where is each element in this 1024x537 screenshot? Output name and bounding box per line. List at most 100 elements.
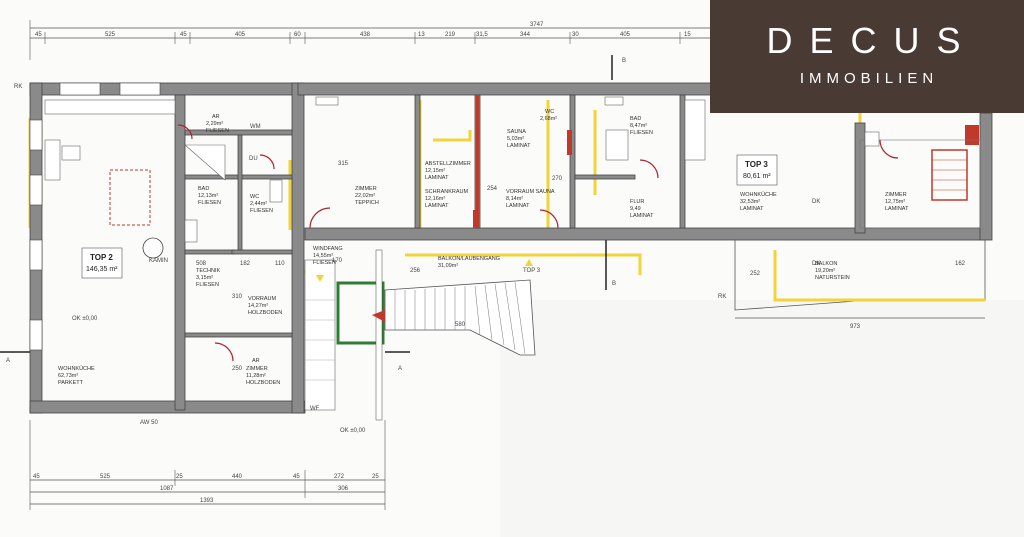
room-flur-floor: LAMINAT xyxy=(630,213,654,219)
cut-a-right: A xyxy=(398,366,402,372)
dimension-bottom: 45 525 25 440 45 272 25 1087 306 1393 xyxy=(29,420,386,510)
dim-254: 254 xyxy=(487,186,498,192)
dk-label-1: DK xyxy=(812,199,820,205)
dim-bottom-b: 525 xyxy=(100,474,111,480)
dim-162: 162 xyxy=(955,261,966,267)
top2-area: 146,35 m² xyxy=(86,266,118,273)
dim-top-e: 60 xyxy=(294,32,301,38)
room-technik-name: TECHNIK xyxy=(196,268,220,274)
room-zimmer3-area: 12,75m² xyxy=(885,199,905,205)
dimension-top: 3747 45 525 45 405 60 438 13 219 31,5 34… xyxy=(29,20,712,60)
room-wc2-area: 2,68m² xyxy=(540,116,557,122)
dim-bottom-e: 45 xyxy=(293,474,300,480)
top3-label: TOP 3 xyxy=(745,160,768,169)
room-balkon3-name: BALKON xyxy=(815,261,837,267)
dim-250: 250 xyxy=(232,366,243,372)
room-ar2-name: AR xyxy=(252,358,260,364)
dim-bottom-j: 1393 xyxy=(200,498,214,504)
room-wc2-name: WC xyxy=(545,109,554,115)
room-abstell-name: ABSTELLZIMMER xyxy=(425,161,471,167)
room-balkon-lauben-area: 31,09m² xyxy=(438,263,458,269)
room-ar1-name: AR xyxy=(212,114,220,120)
room-zimmer1-name: ZIMMER xyxy=(246,366,268,372)
room-windfang-name: WINDFANG xyxy=(313,246,343,252)
dim-top-k: 30 xyxy=(572,32,579,38)
logo-sub: IMMOBILIEN xyxy=(799,70,939,87)
room-schrank-area: 12,16m² xyxy=(425,196,445,202)
dim-bottom-f: 272 xyxy=(334,474,345,480)
room-bad1-area: 12,13m² xyxy=(198,193,218,199)
room-zimmer1-area: 11,28m² xyxy=(246,373,266,379)
room-wc1-name: WC xyxy=(250,194,259,200)
room-vorraum-sauna-floor: LAMINAT xyxy=(506,203,530,209)
balkon-top3: 973 xyxy=(734,139,986,330)
wm-label: WM xyxy=(250,124,261,130)
room-zimmer3-floor: LAMINAT xyxy=(885,206,909,212)
room-zimmer3-name: ZIMMER xyxy=(885,192,907,198)
dim-110: 110 xyxy=(275,261,285,267)
room-wc1-area: 2,44m² xyxy=(250,201,267,207)
room-vorraum1-name: VORRAUM xyxy=(248,296,277,302)
dim-bottom-i: 306 xyxy=(338,486,349,492)
room-ar1-area: 2,29m² xyxy=(206,121,223,127)
walls-top2 xyxy=(29,82,306,414)
room-wohnkueche1-floor: PARKETT xyxy=(58,380,84,386)
dim-top-c: 45 xyxy=(180,32,187,38)
room-bad1-floor: FLIESEN xyxy=(198,200,221,206)
wf-label: WF xyxy=(310,406,320,412)
room-bad1-name: BAD xyxy=(198,186,209,192)
room-wohnkueche1-area: 62,73m² xyxy=(58,373,78,379)
ok-label-2: OK ±0,00 xyxy=(340,428,366,434)
room-balkon-lauben-name: BALKON/LAUBENGANG xyxy=(438,256,500,262)
aw-label: AW 50 xyxy=(140,420,158,426)
room-vorraum1-area: 14,27m² xyxy=(248,303,268,309)
dim-top-g: 13 xyxy=(418,32,425,38)
dim-bottom-a: 45 xyxy=(33,474,40,480)
dim-170: 170 xyxy=(332,258,343,264)
decus-logo: DECUS IMMOBILIEN xyxy=(710,0,1024,113)
ok-label-1: OK ±0,00 xyxy=(72,316,98,322)
dim-256: 256 xyxy=(410,268,421,274)
dim-bottom-c: 25 xyxy=(176,474,183,480)
room-zimmer2-area: 22,02m² xyxy=(355,193,375,199)
room-sauna-area: 5,03m² xyxy=(507,136,524,142)
dim-top-d: 405 xyxy=(235,32,246,38)
dim-top-f: 438 xyxy=(360,32,371,38)
top2-label: TOP 2 xyxy=(90,253,113,262)
room-vorraum1-floor: HOLZBODEN xyxy=(248,310,282,316)
dim-top-i: 31,5 xyxy=(476,32,488,38)
room-wohnkueche1-name: WOHNKÜCHE xyxy=(58,365,95,372)
staircase xyxy=(304,249,536,421)
room-flur-name: FLUR xyxy=(630,199,644,205)
dim-bottom-g: 25 xyxy=(372,474,379,480)
cut-a-left: A xyxy=(6,358,10,364)
room-vorraum-sauna-name: VORRAUM SAUNA xyxy=(506,189,555,195)
room-wohnkueche3-area: 32,53m² xyxy=(740,199,760,205)
room-wohnkueche3-name: WOHNKÜCHE xyxy=(740,191,777,198)
logo-brand: DECUS xyxy=(766,20,978,61)
room-vorraum-sauna-area: 8,14m² xyxy=(506,196,523,202)
room-windfang-area: 14,55m² xyxy=(313,253,333,259)
dim-top-j: 344 xyxy=(520,32,531,38)
dk-label-2: DK xyxy=(812,261,820,267)
room-bad2-name: BAD xyxy=(630,116,641,122)
walls-middle xyxy=(297,82,993,241)
marker-rk-2: RK xyxy=(718,294,726,300)
room-sauna-name: SAUNA xyxy=(507,129,526,135)
room-technik-area: 3,15m² xyxy=(196,275,213,281)
room-bad2-floor: FLIESEN xyxy=(630,130,653,136)
dimension-misc: 256 170 580 252 162 110 182 508 315 254 … xyxy=(196,161,966,372)
room-flur-area: 9,49 xyxy=(630,206,641,212)
room-sauna-floor: LAMINAT xyxy=(507,143,531,149)
cut-b-bottom: B xyxy=(612,281,616,287)
kamin-label: KAMIN xyxy=(149,258,168,264)
room-abstell-floor: LAMINAT xyxy=(425,175,449,181)
dim-top-h: 219 xyxy=(445,32,456,38)
top3-stair-label: TOP 3 xyxy=(523,268,541,274)
room-balkon3-floor: NATURSTEIN xyxy=(815,275,850,281)
dim-bottom-h: 1087 xyxy=(160,486,174,492)
cut-b-top: B xyxy=(622,58,626,64)
dim-balkon-width: 973 xyxy=(850,324,861,330)
fixtures xyxy=(44,96,880,259)
du-label: DU xyxy=(249,156,258,162)
